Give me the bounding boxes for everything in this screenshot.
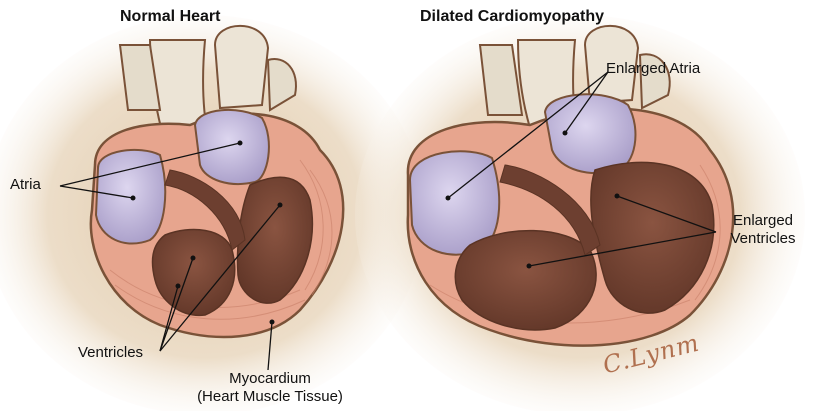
label-atria: Atria (10, 176, 41, 194)
left-atrium (195, 110, 269, 184)
label-enlarged-ventricles: Enlarged Ventricles (718, 212, 808, 248)
label-enlarged-atria: Enlarged Atria (606, 60, 700, 78)
label-enlarged-ventricles-line2: Ventricles (718, 230, 808, 248)
enlarged-left-atrium (545, 94, 635, 173)
title-normal-heart: Normal Heart (120, 8, 220, 26)
label-ventricles: Ventricles (78, 344, 143, 362)
label-myocardium-line2: (Heart Muscle Tissue) (175, 388, 365, 406)
label-myocardium: Myocardium (Heart Muscle Tissue) (175, 370, 365, 406)
label-enlarged-ventricles-line1: Enlarged (718, 212, 808, 230)
label-myocardium-line1: Myocardium (175, 370, 365, 388)
title-dilated-cardiomyopathy: Dilated Cardiomyopathy (420, 8, 604, 26)
